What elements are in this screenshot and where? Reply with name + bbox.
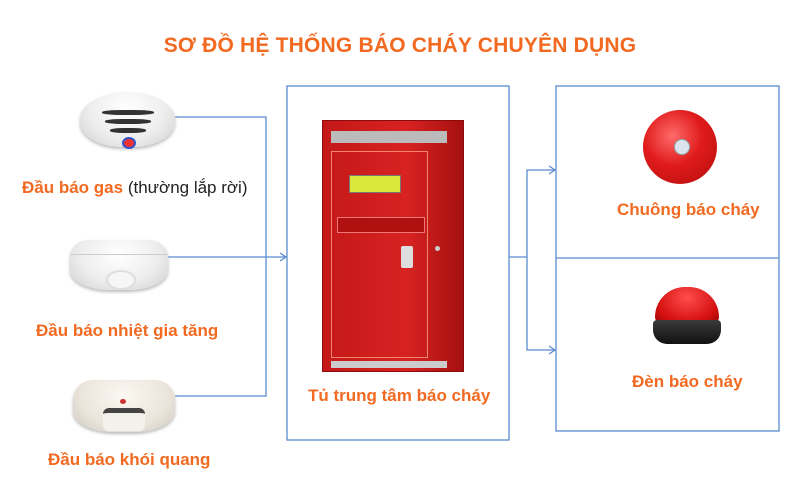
output-bus [526, 169, 555, 351]
bell-striker [674, 139, 690, 155]
gas-label-text: Đầu báo gas [22, 178, 124, 197]
center-label: Tủ trung tâm báo cháy [308, 386, 491, 405]
bell-arrowhead [548, 165, 557, 175]
heat-detector-icon [70, 240, 168, 290]
input-label-smoke: Đầu báo khói quang [48, 450, 211, 469]
output-label-bell: Chuông báo cháy [617, 200, 760, 219]
output-label-beacon: Đèn báo cháy [632, 372, 743, 391]
input-arrowhead [279, 252, 288, 262]
beacon-base [653, 320, 721, 344]
fire-alarm-control-panel-icon [322, 120, 464, 372]
input-label-gas: Đầu báo gas (thường lắp rời) [22, 178, 247, 198]
smoke-detector-icon [73, 380, 175, 432]
beacon-arrowhead [548, 345, 557, 355]
gas-label-note: (thường lắp rời) [127, 178, 248, 197]
center-box [286, 85, 510, 441]
gas-detector-icon [80, 92, 175, 149]
diagram-title: SƠ ĐỒ HỆ THỐNG BÁO CHÁY CHUYÊN DỤNG [163, 34, 637, 57]
input-label-heat: Đầu báo nhiệt gia tăng [36, 321, 219, 340]
